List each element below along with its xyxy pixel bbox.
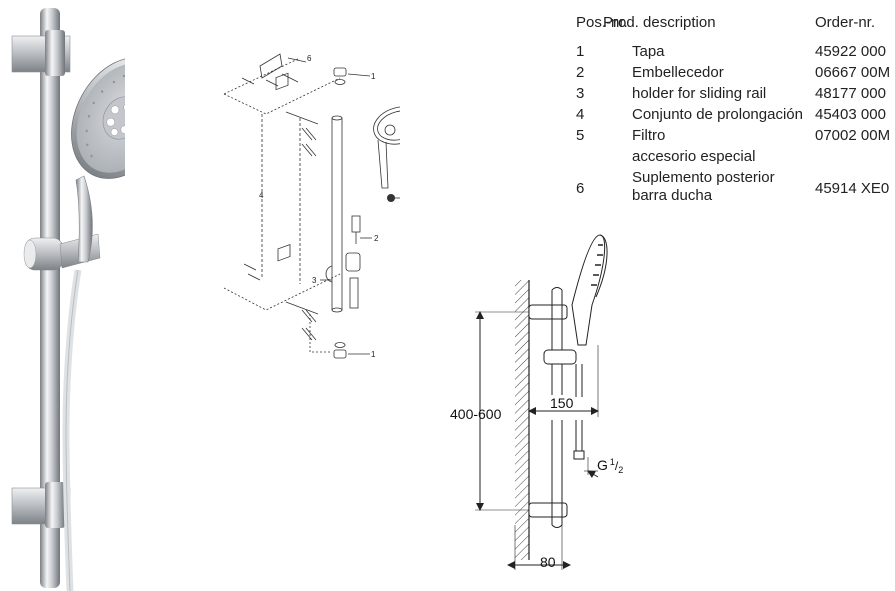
label-6: 6: [307, 54, 312, 63]
row-order: 06667 00M: [815, 64, 891, 81]
dim-height-label: 400-600: [450, 406, 502, 422]
row-pos: 5: [576, 127, 585, 144]
dim-depth-label: 150: [550, 395, 574, 411]
row-desc: Tapa: [632, 43, 665, 60]
header-pos: Pos.-nr.: [576, 14, 628, 31]
exploded-view: 1 6 5 2 4 3 1: [223, 53, 400, 359]
row-pos: 6: [576, 180, 585, 197]
cap-bottom: [333, 349, 347, 359]
label-4: 4: [259, 191, 264, 200]
row-pos: 4: [576, 106, 585, 123]
exploded-hand-shower: [373, 106, 400, 189]
dim-hose: [575, 364, 583, 457]
row-order: 48177 000: [815, 85, 886, 102]
row-desc: holder for sliding rail: [632, 85, 767, 102]
top-backplate: [259, 53, 283, 79]
hand-shower-handle: [75, 175, 93, 263]
product-photo: [11, 8, 125, 591]
row-pos: 3: [576, 85, 585, 102]
dim-bottom-bracket: [528, 502, 568, 518]
row-order: 45922 000: [815, 43, 886, 60]
row-order: 45403 000: [815, 106, 886, 123]
dim-shower-head: [571, 234, 606, 346]
row-desc: Filtro: [632, 127, 666, 144]
rail: [40, 8, 60, 588]
label-1-top: 1: [371, 72, 376, 81]
row-desc: Conjunto de prolongación: [632, 106, 803, 123]
header-description: Prod. description: [603, 14, 716, 31]
row-desc-continued: accesorio especial: [632, 148, 756, 165]
dim-rail: [551, 290, 563, 525]
row-desc-continued: barra ducha: [632, 187, 713, 204]
bottom-clamp: [277, 243, 291, 262]
dim-slider: [543, 349, 577, 365]
row-desc: Embellecedor: [632, 64, 724, 81]
header-order: Order-nr.: [815, 14, 876, 31]
label-2: 2: [374, 234, 379, 243]
row-order: 45914 XE0: [815, 180, 890, 197]
wall: [515, 280, 529, 560]
row-desc: Suplemento posterior: [632, 169, 775, 186]
filter-5: [387, 194, 395, 202]
label-1-bottom: 1: [371, 350, 376, 359]
parts-table: Pos.-nr. Prod. description Order-nr. 1 T…: [576, 12, 895, 212]
row-pos: 1: [576, 43, 585, 60]
slider-parts: [345, 252, 361, 272]
dim-top-bracket: [528, 304, 568, 320]
cap-top: [333, 67, 347, 77]
dim-wall-label: 80: [540, 554, 556, 570]
hand-shower-head: [71, 57, 125, 179]
top-clamp: [275, 72, 289, 91]
rail-outline: [331, 118, 343, 310]
row-pos: 2: [576, 64, 585, 81]
label-3: 3: [312, 276, 317, 285]
row-order: 07002 00M: [815, 127, 891, 144]
